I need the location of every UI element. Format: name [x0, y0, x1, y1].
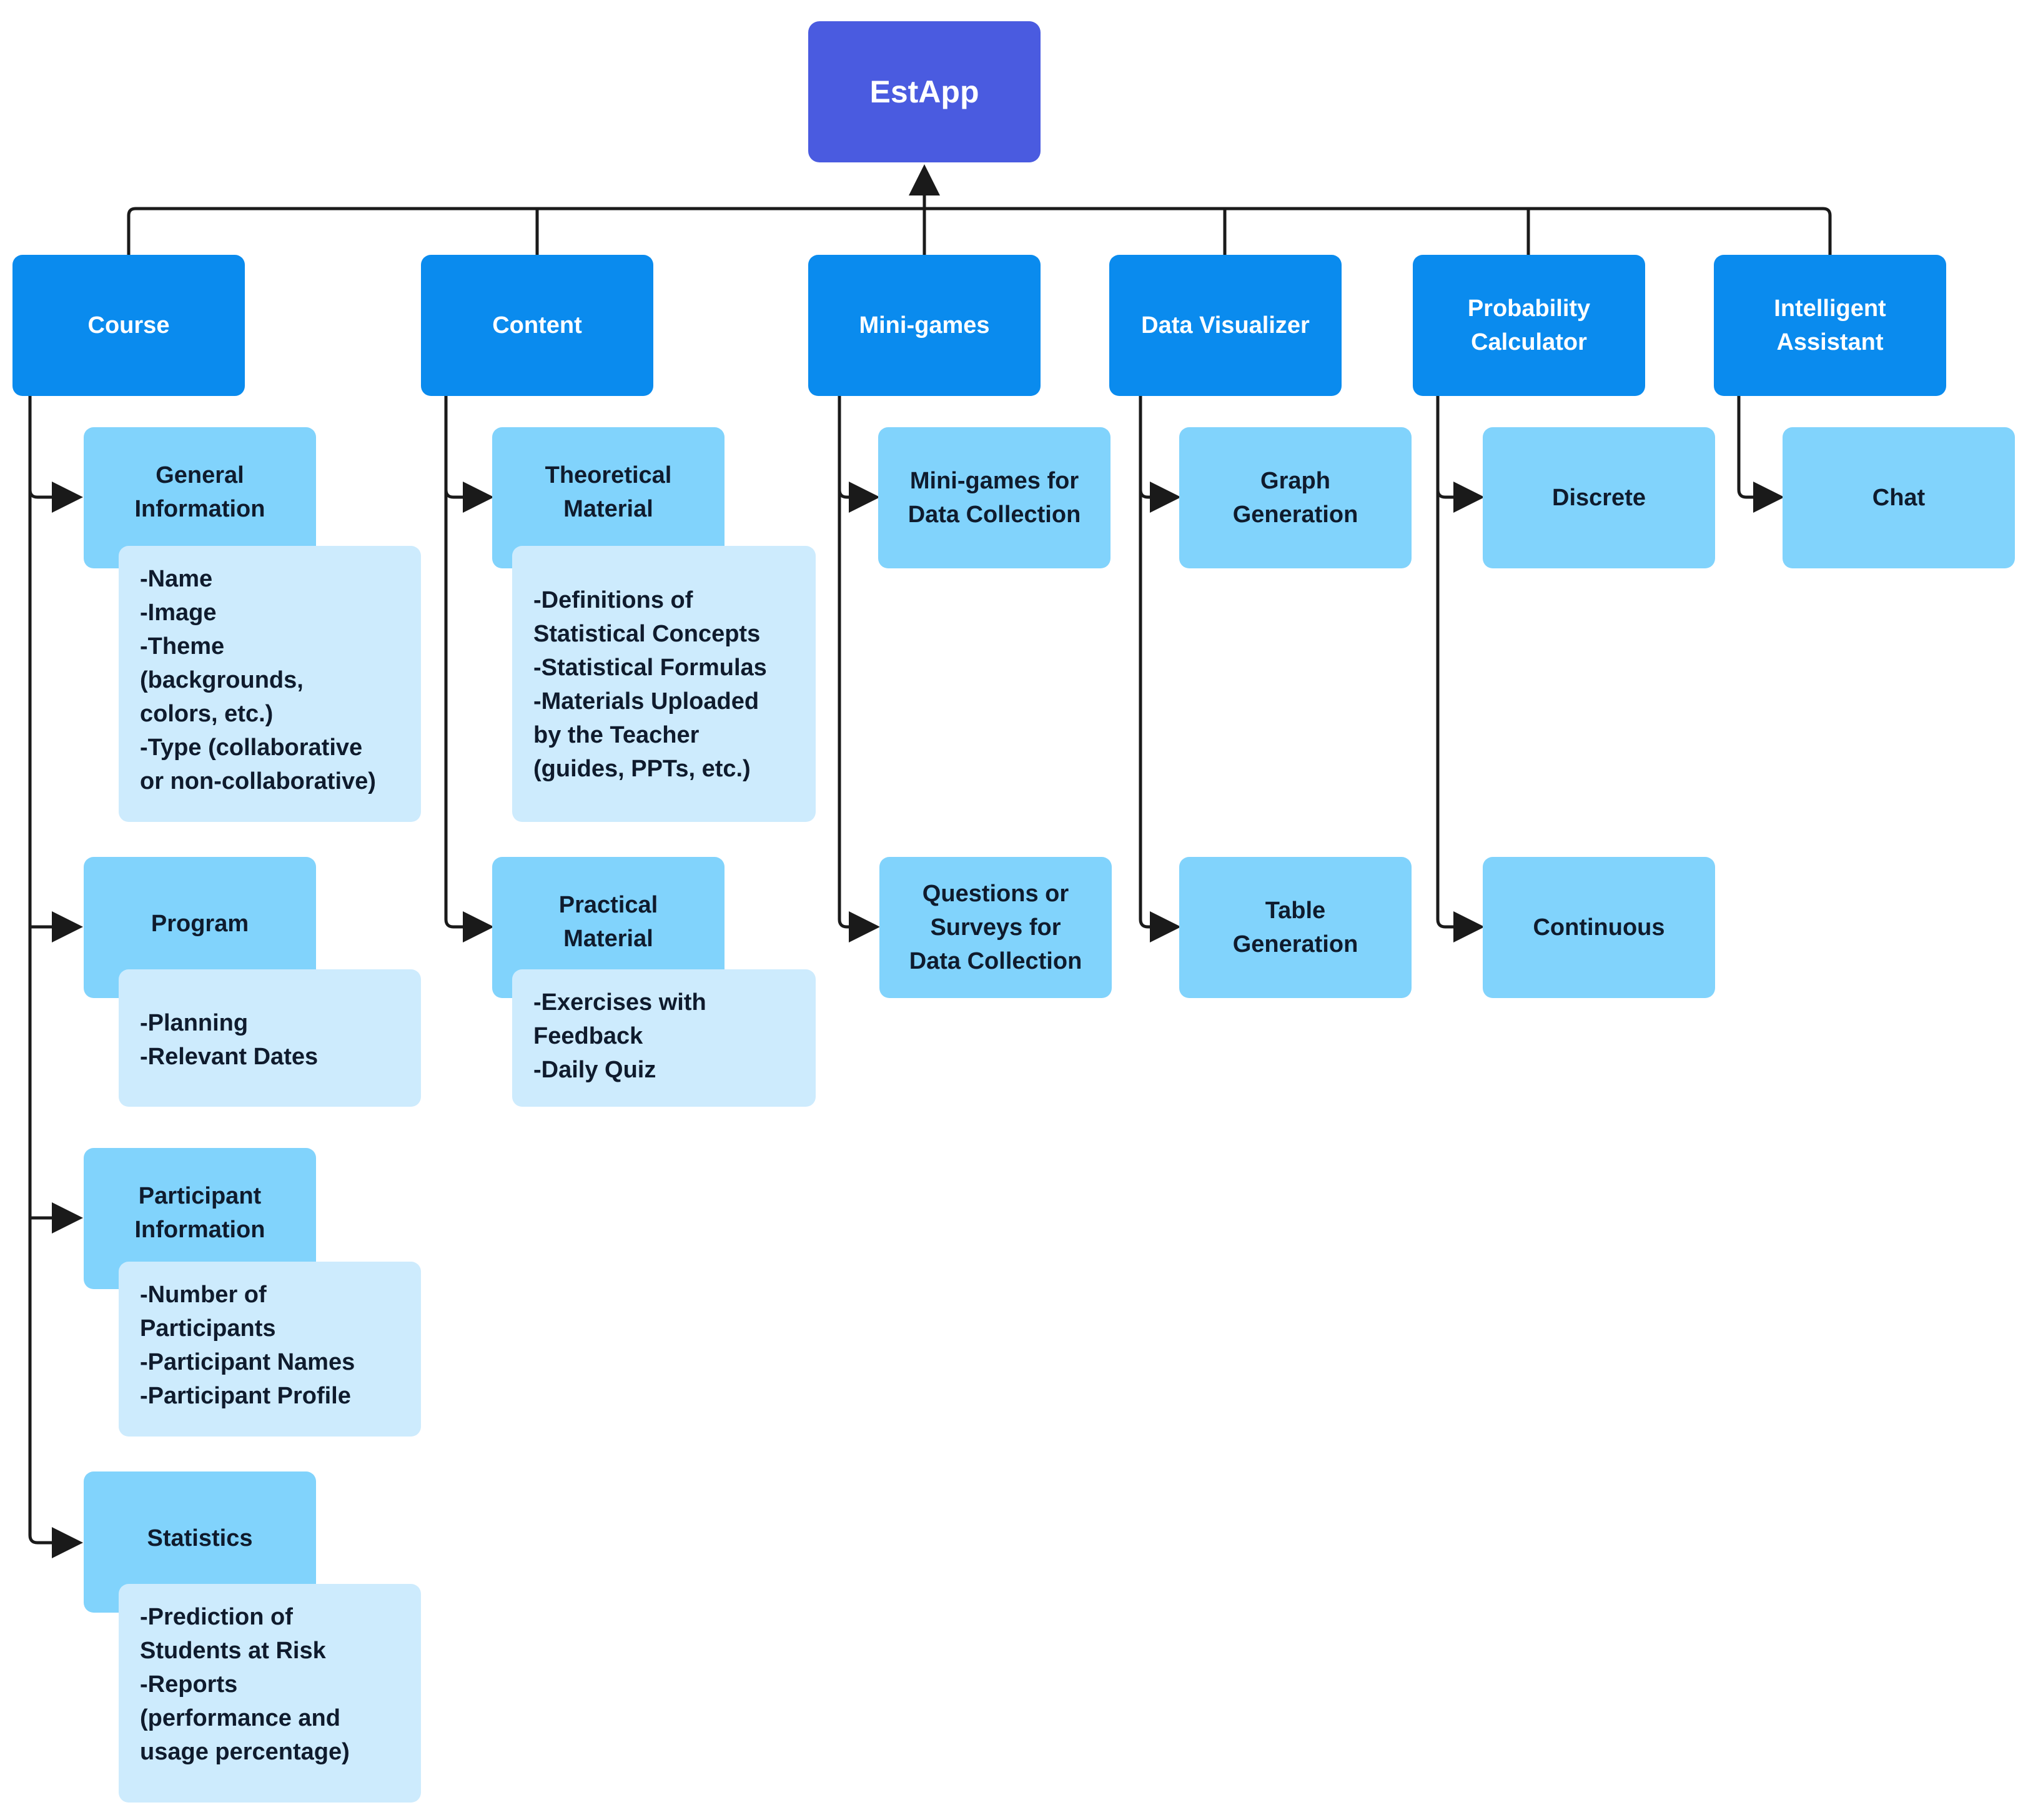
assistant-to-chat	[1737, 395, 1784, 513]
estapp-root-node[interactable]: EstApp	[808, 21, 1041, 162]
participant-information-details: -Number of Participants -Participant Nam…	[119, 1262, 421, 1437]
theoretical-material-details: -Definitions of Statistical Concepts -St…	[512, 546, 816, 822]
theoretical-material-node[interactable]: Theoretical Material	[492, 427, 725, 568]
probability-trunk	[1436, 395, 1485, 942]
surveys-data-collection-node[interactable]: Questions or Surveys for Data Collection	[879, 857, 1112, 998]
graph-generation-node[interactable]: Graph Generation	[1179, 427, 1412, 568]
visualizer-to-graph	[1139, 482, 1181, 513]
minigames-trunk	[838, 395, 880, 942]
probability-to-discrete	[1436, 482, 1485, 513]
content-node[interactable]: Content	[421, 255, 653, 396]
mini-games-node[interactable]: Mini-games	[808, 255, 1041, 396]
mini-games-data-collection-node[interactable]: Mini-games for Data Collection	[878, 427, 1110, 568]
chat-node[interactable]: Chat	[1783, 427, 2015, 568]
top-bus-line	[127, 207, 1832, 255]
discrete-node[interactable]: Discrete	[1483, 427, 1715, 568]
intelligent-assistant-node[interactable]: Intelligent Assistant	[1714, 255, 1946, 396]
minigames-to-collection	[838, 482, 880, 513]
content-trunk	[444, 395, 494, 942]
course-trunk	[28, 395, 83, 1558]
table-generation-node[interactable]: Table Generation	[1179, 857, 1412, 998]
probability-calculator-node[interactable]: Probability Calculator	[1413, 255, 1645, 396]
data-visualizer-node[interactable]: Data Visualizer	[1109, 255, 1342, 396]
continuous-node[interactable]: Continuous	[1483, 857, 1715, 998]
course-node[interactable]: Course	[12, 255, 245, 396]
program-details: -Planning -Relevant Dates	[119, 969, 421, 1107]
course-to-general-info	[28, 482, 83, 513]
visualizer-trunk	[1139, 395, 1181, 942]
content-to-theoretical	[444, 482, 494, 513]
statistics-details: -Prediction of Students at Risk -Reports…	[119, 1584, 421, 1803]
general-information-details: -Name -Image -Theme (backgrounds, colors…	[119, 546, 421, 822]
practical-material-details: -Exercises with Feedback -Daily Quiz	[512, 969, 816, 1107]
general-information-node[interactable]: General Information	[84, 427, 316, 568]
